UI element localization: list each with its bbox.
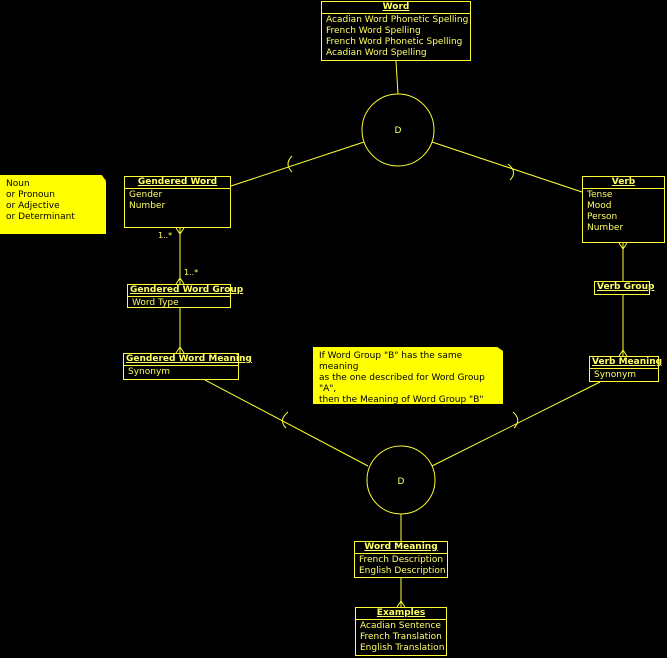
entity-title: Verb Meaning xyxy=(590,357,663,369)
entity-title: Gendered Word xyxy=(125,177,230,189)
attribute: French Description xyxy=(359,555,444,565)
attribute: Number xyxy=(129,201,166,211)
attribute: Number xyxy=(587,223,624,233)
attribute: Word Type xyxy=(132,298,179,308)
entity-title: Word Meaning xyxy=(355,542,447,554)
crowfoot-gendered-word-group xyxy=(175,277,185,285)
attribute: English Translation xyxy=(360,643,445,653)
entity-title: Gendered Word Meaning xyxy=(124,354,252,366)
subset-arc-verb-meaning xyxy=(512,411,519,429)
attribute: Mood xyxy=(587,201,612,211)
attribute: French Word Phonetic Spelling xyxy=(326,37,463,47)
connector-disjoint-verb xyxy=(431,141,583,193)
crowfoot-verb-meaning xyxy=(618,349,628,357)
attribute: Tense xyxy=(587,190,613,200)
subset-arc-gendered-meaning xyxy=(282,411,289,429)
entity-word-meaning[interactable]: Word Meaning French Description English … xyxy=(354,541,448,578)
entity-gendered-word[interactable]: Gendered Word Gender Number xyxy=(124,176,231,228)
attribute: Synonym xyxy=(594,370,637,380)
attribute: English Description xyxy=(359,566,446,576)
entity-title: Verb Group xyxy=(597,282,655,292)
disjoint-node-bottom xyxy=(366,445,436,515)
crowfoot-examples xyxy=(396,600,406,608)
crowfoot-gendered-word xyxy=(175,227,185,238)
note-word-types[interactable]: Noun or Pronoun or Adjective or Determin… xyxy=(0,175,106,234)
attribute: Acadian Sentence xyxy=(360,621,441,631)
entity-verb[interactable]: Verb Tense Mood Person Number xyxy=(582,176,665,243)
subset-arc-verb xyxy=(507,163,514,181)
attribute: Gender xyxy=(129,190,163,200)
entity-title: Examples xyxy=(356,608,446,620)
attribute: Acadian Word Phonetic Spelling xyxy=(326,15,469,25)
connector-verb-meaning-disjoint xyxy=(431,381,601,467)
multiplicity-gendered-word-group: 1..* xyxy=(184,268,199,277)
connector-word-disjoint xyxy=(395,60,399,95)
entity-gendered-word-meaning[interactable]: Gendered Word Meaning Synonym xyxy=(123,353,252,380)
entity-gendered-word-group[interactable]: Gendered Word Group Word Type xyxy=(127,284,244,308)
entity-title: Gendered Word Group xyxy=(128,285,244,297)
attribute: French Translation xyxy=(360,632,442,642)
entity-verb-group[interactable]: Verb Group xyxy=(594,281,655,295)
crowfoot-gendered-meaning xyxy=(175,346,185,354)
note-word-group-meaning[interactable]: If Word Group "B" has the same meaning a… xyxy=(313,347,503,404)
attribute: Acadian Word Spelling xyxy=(326,48,427,58)
connector-disjoint-gendered-word xyxy=(230,141,365,187)
entity-title: Verb xyxy=(583,177,664,189)
disjoint-label-top: D xyxy=(395,126,402,136)
disjoint-label-bottom: D xyxy=(398,477,405,487)
entity-examples[interactable]: Examples Acadian Sentence French Transla… xyxy=(355,607,447,656)
attribute: Person xyxy=(587,212,618,222)
disjoint-node-top xyxy=(361,93,435,167)
multiplicity-gendered-word: 1..* xyxy=(158,231,173,240)
entity-word[interactable]: Word Acadian Word Phonetic Spelling Fren… xyxy=(321,1,471,61)
crowfoot-verb xyxy=(618,242,628,250)
entity-title: Word xyxy=(322,2,470,14)
subset-arc-gendered-word xyxy=(287,155,293,173)
attribute: French Word Spelling xyxy=(326,26,421,36)
connector-gendered-meaning-disjoint xyxy=(204,379,369,467)
entity-verb-meaning[interactable]: Verb Meaning Synonym xyxy=(589,356,663,382)
attribute: Synonym xyxy=(128,367,171,377)
